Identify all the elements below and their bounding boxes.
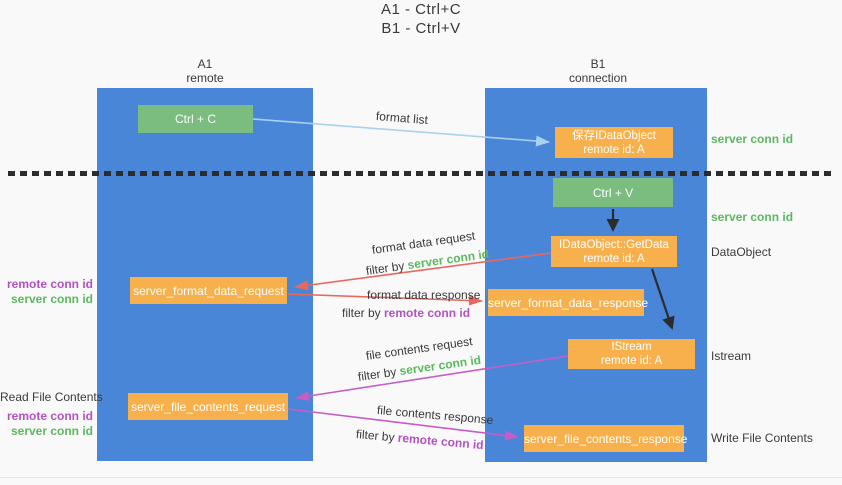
ctrl-c-box: Ctrl + C xyxy=(138,105,253,133)
getdata-box: IDataObject::GetData remote id: A xyxy=(551,236,677,267)
title-line-a1: A1 - Ctrl+C xyxy=(380,1,462,18)
save-dataobject-box: 保存IDataObject remote id: A xyxy=(555,127,673,158)
remote-conn-id-text: remote conn id xyxy=(384,306,471,320)
lifeline-a1-name: A1 xyxy=(197,57,213,71)
left-conn-ids-top: remote conn id server conn id xyxy=(0,277,93,307)
server-format-data-request-label: server_format_data_request xyxy=(133,283,284,298)
file-contents-response-label: file contents response xyxy=(376,403,494,428)
filter-by-text: filter by xyxy=(365,258,409,278)
lifeline-header-a1: A1 remote xyxy=(135,57,275,85)
save-dataobject-line1: 保存IDataObject xyxy=(572,129,656,142)
server-format-data-response-label: server_format_data_response xyxy=(488,295,649,310)
ctrl-c-label: Ctrl + C xyxy=(174,112,216,126)
lifeline-b1-role: connection xyxy=(568,71,628,85)
left-conn-ids-bottom: remote conn id server conn id xyxy=(0,409,93,439)
format-list-label: format list xyxy=(375,109,429,128)
format-data-response-label: format data response xyxy=(367,288,481,302)
server-file-contents-request-box: server_file_contents_request xyxy=(128,393,288,420)
istream-line1: IStream xyxy=(611,341,652,353)
server-file-contents-request-label: server_file_contents_request xyxy=(130,399,286,414)
remote-conn-id-left-bottom: remote conn id xyxy=(6,409,93,423)
getdata-line2: remote id: A xyxy=(583,252,645,265)
istream-line2: remote id: A xyxy=(600,355,663,367)
filter-by-remote-conn-id-label-2: filter by remote conn id xyxy=(355,427,484,452)
lifeline-a1-role: remote xyxy=(186,71,224,85)
filter-by-text: filter by xyxy=(342,306,385,320)
remote-conn-id-left-top: remote conn id xyxy=(6,277,93,291)
server-format-data-request-box: server_format_data_request xyxy=(130,277,287,304)
server-conn-id-left-bottom: server conn id xyxy=(10,424,93,438)
filter-by-text: filter by xyxy=(357,364,401,384)
getdata-line1: IDataObject::GetData xyxy=(559,238,669,251)
write-file-contents-label: Write File Contents xyxy=(711,431,813,445)
ctrl-v-label: Ctrl + V xyxy=(592,185,634,200)
ctrl-v-box: Ctrl + V xyxy=(553,178,673,207)
lifeline-b1-name: B1 xyxy=(590,57,606,71)
server-format-data-response-box: server_format_data_response xyxy=(488,289,649,316)
server-conn-id-left-top: server conn id xyxy=(10,292,93,306)
istream-box: IStream remote id: A xyxy=(568,339,695,369)
server-conn-id-text: server conn id xyxy=(406,246,490,273)
save-dataobject-line2: remote id: A xyxy=(583,143,645,156)
session-divider-dotted-line xyxy=(8,171,836,176)
title-line-b1: B1 - Ctrl+V xyxy=(381,20,461,37)
server-conn-id-right-top: server conn id xyxy=(711,132,794,146)
read-file-contents-label: Read File Contents xyxy=(0,390,103,404)
bottom-divider xyxy=(0,477,842,478)
filter-by-remote-conn-id-label-1: filter by remote conn id xyxy=(342,306,470,320)
remote-conn-id-text: remote conn id xyxy=(397,430,485,453)
istream-side-label: Istream xyxy=(711,349,752,363)
server-file-contents-response-box: server_file_contents_response xyxy=(524,425,688,452)
server-conn-id-right-mid: server conn id xyxy=(711,210,794,224)
lifeline-header-b1: B1 connection xyxy=(528,57,668,85)
server-file-contents-response-label: server_file_contents_response xyxy=(524,431,688,446)
diagram-title: A1 - Ctrl+C B1 - Ctrl+V xyxy=(0,0,842,38)
dataobject-side-label: DataObject xyxy=(711,245,772,259)
filter-by-text: filter by xyxy=(355,427,399,445)
